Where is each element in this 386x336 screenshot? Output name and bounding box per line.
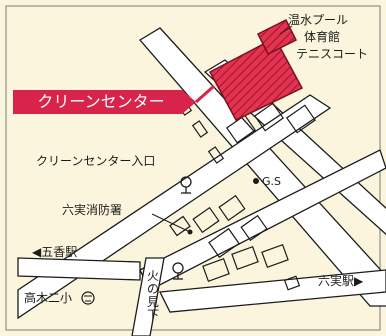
entrance-label: クリーンセンター入口: [36, 154, 156, 168]
facility-label-tennis: テニスコート: [296, 47, 369, 61]
fire-station-label: 六実消防署: [62, 203, 123, 217]
school-label: 高木二小: [24, 291, 73, 305]
center-badge-shape: [13, 90, 196, 114]
facility-label-pool: 温水プール: [288, 13, 349, 27]
mutsumi-station-label: 六実駅▶: [318, 274, 364, 288]
school-icon: [81, 291, 95, 305]
bus-stop-icon: [172, 262, 184, 280]
goka-station-label: ◀五香駅: [32, 245, 78, 259]
facility-pointer: [279, 25, 293, 35]
mikaeshita-label: 火の見下: [146, 269, 159, 322]
facility-area: [208, 36, 304, 121]
facility-area-small: [256, 18, 298, 56]
facility-label-gym: 体育館: [304, 30, 341, 44]
gas-station-label: G.S: [262, 175, 282, 188]
bottom-road: [158, 269, 386, 313]
vertical-road: [131, 257, 165, 336]
gas-station-dot-icon: [253, 178, 259, 184]
badge-pointer: [195, 84, 215, 104]
fire-station-dot-icon: [187, 229, 193, 235]
bus-stop-icon: [180, 176, 192, 194]
center-badge-label: クリーンセンター: [37, 92, 165, 111]
left-road: [17, 257, 141, 281]
fire-station-pointer: [151, 213, 191, 233]
